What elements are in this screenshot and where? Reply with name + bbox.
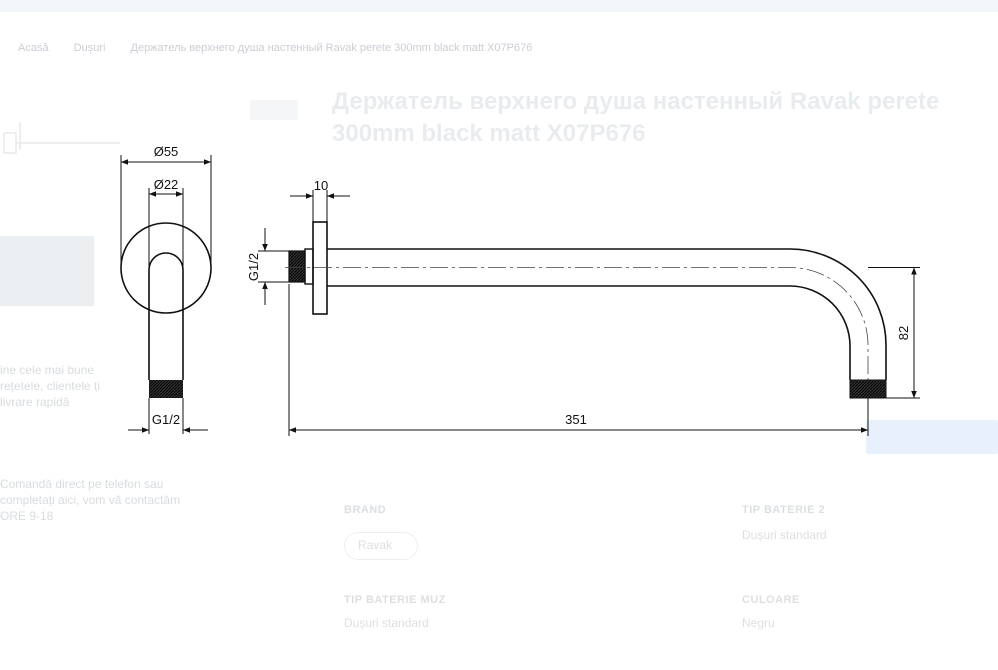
spec-value: Dușuri standard <box>344 616 429 630</box>
page-title: Держатель верхнего душа настенный Ravak … <box>332 88 940 147</box>
dim-drop-height: 82 <box>896 326 911 340</box>
spec-value: Dușuri standard <box>742 528 827 542</box>
spec-value: Ravak <box>358 538 393 552</box>
benefit-line: livrare rapidă <box>0 395 70 409</box>
brand-pill[interactable] <box>344 532 418 560</box>
spec-value: Negru <box>742 616 775 630</box>
spec-label: BRAND <box>344 504 387 516</box>
thumbnail[interactable] <box>250 100 298 120</box>
side-view <box>120 222 212 380</box>
dim-thread-side: G1/2 <box>152 412 180 427</box>
shower-arm <box>327 248 887 380</box>
contact-line: completați aici, vom vă contactăm <box>0 493 181 507</box>
contact-text: Comandă direct pe telefon sau completați… <box>0 476 180 524</box>
outlet-thread-icon <box>849 379 887 399</box>
nipple-thread-icon <box>288 250 306 283</box>
benefits-text: ine cele mai bune rețetele, clientele ți… <box>0 362 100 410</box>
breadcrumb-item-category[interactable]: Dușuri <box>73 42 106 54</box>
dim-flange-thickness: 10 <box>314 178 328 193</box>
product-gallery-thumb[interactable] <box>0 236 94 306</box>
spec-label: TIP BATERIE 2 <box>742 504 826 516</box>
dim-flange-outer: Ø55 <box>154 144 179 159</box>
benefit-line: ine cele mai bune <box>0 363 95 377</box>
thread-icon <box>149 380 183 398</box>
center-line <box>285 267 869 386</box>
breadcrumb-item-home[interactable]: Acasă <box>18 42 49 54</box>
thumbnail-drawing <box>3 122 120 154</box>
front-dim-lines <box>258 190 920 436</box>
breadcrumb: Acasă Dușuri Держатель верхнего душа нас… <box>18 42 554 54</box>
spec-label: CULOARE <box>742 594 800 606</box>
dim-total-length: 351 <box>565 412 587 427</box>
benefit-line: rețetele, clientele ți <box>0 379 101 393</box>
dim-flange-inner: Ø22 <box>154 177 179 192</box>
top-bar <box>0 0 998 12</box>
contact-line: ORE 9-18 <box>0 509 54 523</box>
side-dim-lines <box>120 155 212 434</box>
breadcrumb-item-current: Держатель верхнего душа настенный Ravak … <box>130 42 533 54</box>
buy-button[interactable] <box>866 420 998 454</box>
dim-thread-left: G1/2 <box>246 253 261 281</box>
spec-label: TIP BATERIE MUZ <box>344 594 446 606</box>
contact-line: Comandă direct pe telefon sau <box>0 477 164 491</box>
flange-plate <box>312 221 328 315</box>
